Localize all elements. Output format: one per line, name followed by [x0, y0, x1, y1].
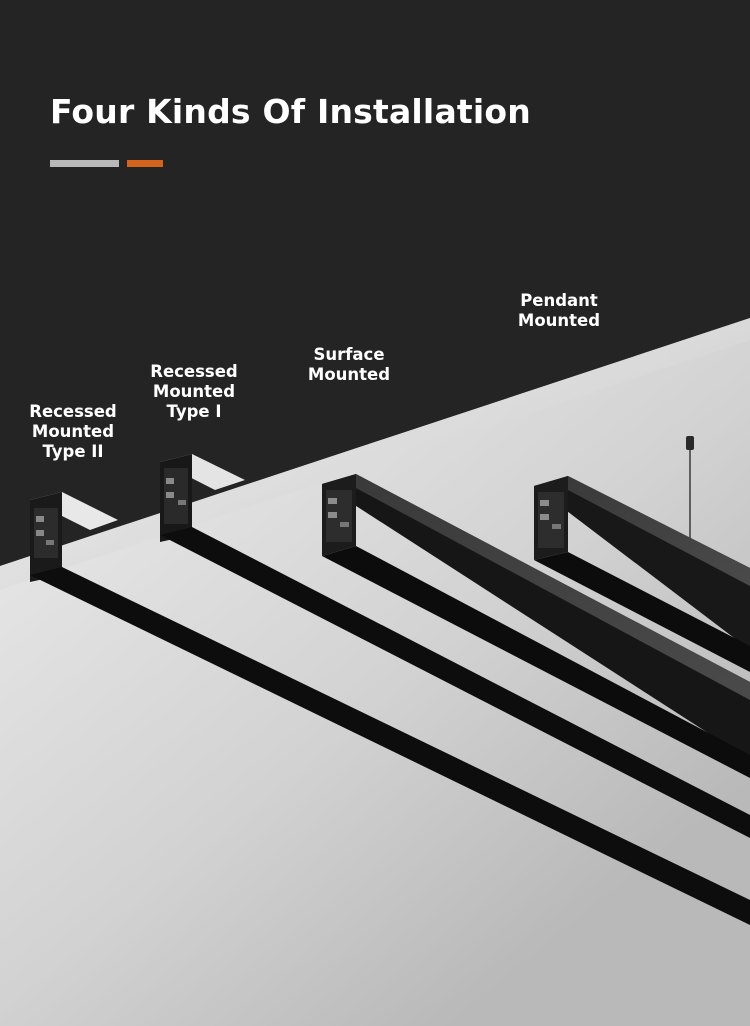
label-pendant-mounted: Pendant Mounted [517, 291, 601, 330]
page-title: Four Kinds Of Installation [50, 92, 531, 131]
title-underline-orange [127, 160, 163, 167]
profile-recessed-type-2 [30, 492, 750, 925]
label-recessed-mounted-type-1: Recessed Mounted Type I [150, 362, 238, 421]
label-surface-mounted: Surface Mounted [307, 345, 391, 384]
label-recessed-mounted-type-2: Recessed Mounted Type II [29, 402, 117, 461]
profile-pendant-mounted [534, 436, 750, 672]
ceiling-canopy [686, 436, 694, 450]
profile-recessed-type-1 [160, 454, 750, 838]
profile-surface-mounted [322, 474, 750, 778]
title-underline-grey [50, 160, 119, 167]
